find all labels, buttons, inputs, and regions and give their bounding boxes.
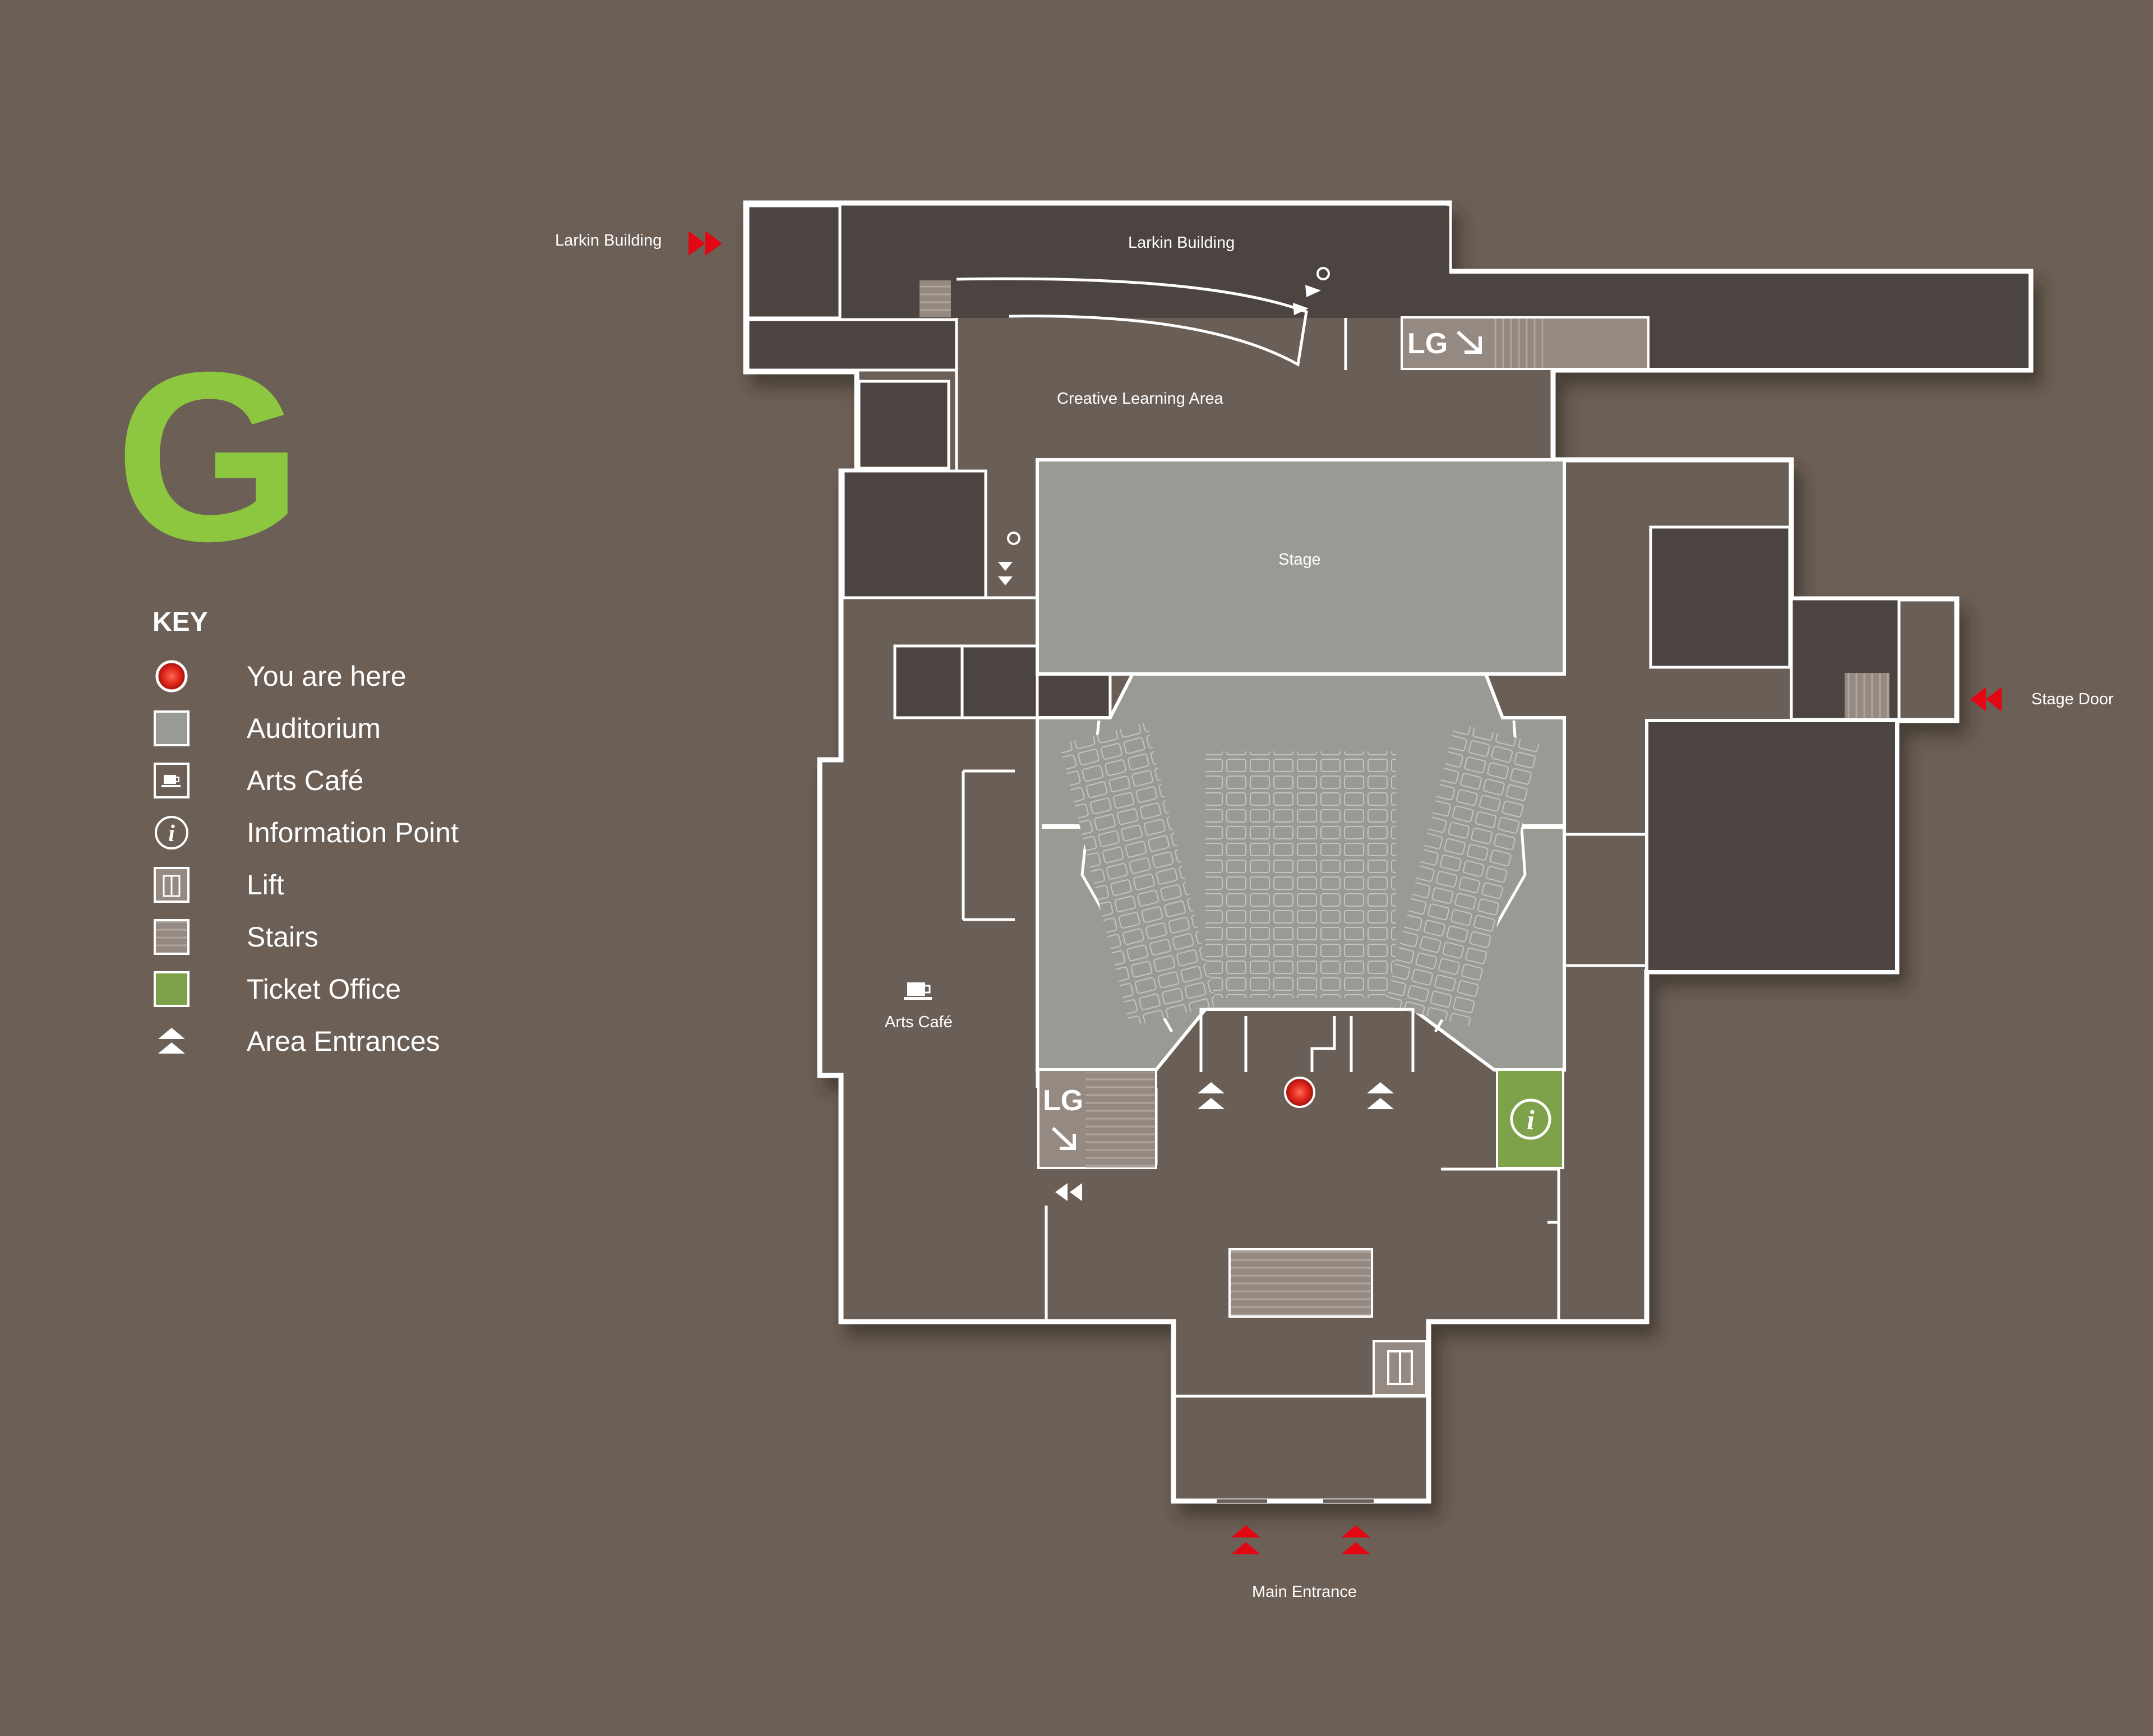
seat-block-right [1384, 722, 1542, 1027]
key-item-ticket-office: Ticket Office [153, 967, 401, 1012]
lg-label-lower: LG [1043, 1084, 1083, 1117]
key-item-you-are-here: You are here [153, 654, 406, 699]
main-stairs [1228, 1248, 1373, 1318]
lift-icon [153, 866, 191, 904]
stairs-north-west [920, 280, 951, 317]
stage-area [1036, 458, 1566, 676]
key-item-area-entrances: Area Entrances [153, 1019, 440, 1064]
key-label: You are here [247, 661, 406, 692]
dark-rooms [746, 204, 2029, 973]
key-item-auditorium: Auditorium [153, 706, 381, 751]
area-entrance-icon [998, 285, 1394, 1201]
stairs-lower-steps [1085, 1072, 1155, 1167]
information-icon: i [153, 814, 191, 852]
seat-block-centre [1205, 751, 1396, 998]
larkin-building-label: Larkin Building [1128, 234, 1235, 252]
larkin-west-room [746, 204, 842, 320]
west-service-room [857, 380, 950, 470]
creative-learning-area-label: Creative Learning Area [1057, 390, 1223, 408]
exit-arrow-icon [689, 231, 2002, 1554]
west-room-a [842, 469, 987, 599]
area-entrance-icon [153, 1022, 191, 1060]
lift-icon [1387, 1350, 1413, 1385]
stairs-blocks [920, 280, 1889, 1318]
foyer-lobby-walls [1199, 1008, 1415, 1072]
key-label: Information Point [247, 817, 459, 848]
auditorium [1036, 672, 1566, 1072]
stage-door-label: Stage Door [2031, 690, 2114, 708]
map-labels: Larkin Building Larkin Building Creative… [555, 232, 2114, 1601]
coffee-cup-icon [153, 761, 191, 800]
north-west-room [746, 318, 958, 372]
key-label: Arts Café [247, 765, 364, 796]
down-arrow-icon [1051, 330, 1482, 1150]
key-item-information-point: i Information Point [153, 810, 459, 855]
key-label: Area Entrances [247, 1026, 440, 1057]
larkin-building-label-outside: Larkin Building [555, 232, 662, 250]
key-title: KEY [153, 607, 208, 637]
west-room-b [893, 644, 964, 719]
stairs-upper-steps [1491, 318, 1547, 368]
arts-cafe-label: Arts Café [885, 1013, 953, 1031]
seating-blocks [1059, 722, 1542, 1027]
stairs-swatch [153, 918, 191, 956]
information-glyph: i [1527, 1104, 1535, 1135]
floor-letter: G [115, 322, 303, 592]
key-label: Stairs [247, 921, 318, 953]
you-are-here-icon [153, 657, 191, 695]
main-entrance-label: Main Entrance [1252, 1583, 1357, 1601]
wheelchair-icon [1007, 267, 1330, 545]
key-label: Lift [247, 869, 284, 901]
lg-label-upper: LG [1407, 327, 1448, 360]
seat-block-left [1059, 722, 1217, 1027]
east-room-large [1645, 719, 1898, 973]
svg-text:i: i [168, 821, 175, 847]
ticket-office-swatch [153, 970, 191, 1008]
ticket-office [1496, 1069, 1564, 1169]
stage-label: Stage [1278, 551, 1321, 569]
key-item-arts-cafe: Arts Café [153, 758, 363, 803]
east-room-a [1649, 525, 1791, 669]
stairs-east [1845, 673, 1889, 718]
coffee-cup-icon [904, 982, 932, 1000]
key-label: Auditorium [247, 713, 381, 744]
key-item-lift: Lift [153, 862, 284, 907]
key-label: Ticket Office [247, 973, 401, 1005]
auditorium-swatch [153, 709, 191, 747]
key-item-stairs: Stairs [153, 915, 318, 959]
information-icon [1510, 1098, 1551, 1140]
you-are-here-marker [1284, 1077, 1315, 1108]
